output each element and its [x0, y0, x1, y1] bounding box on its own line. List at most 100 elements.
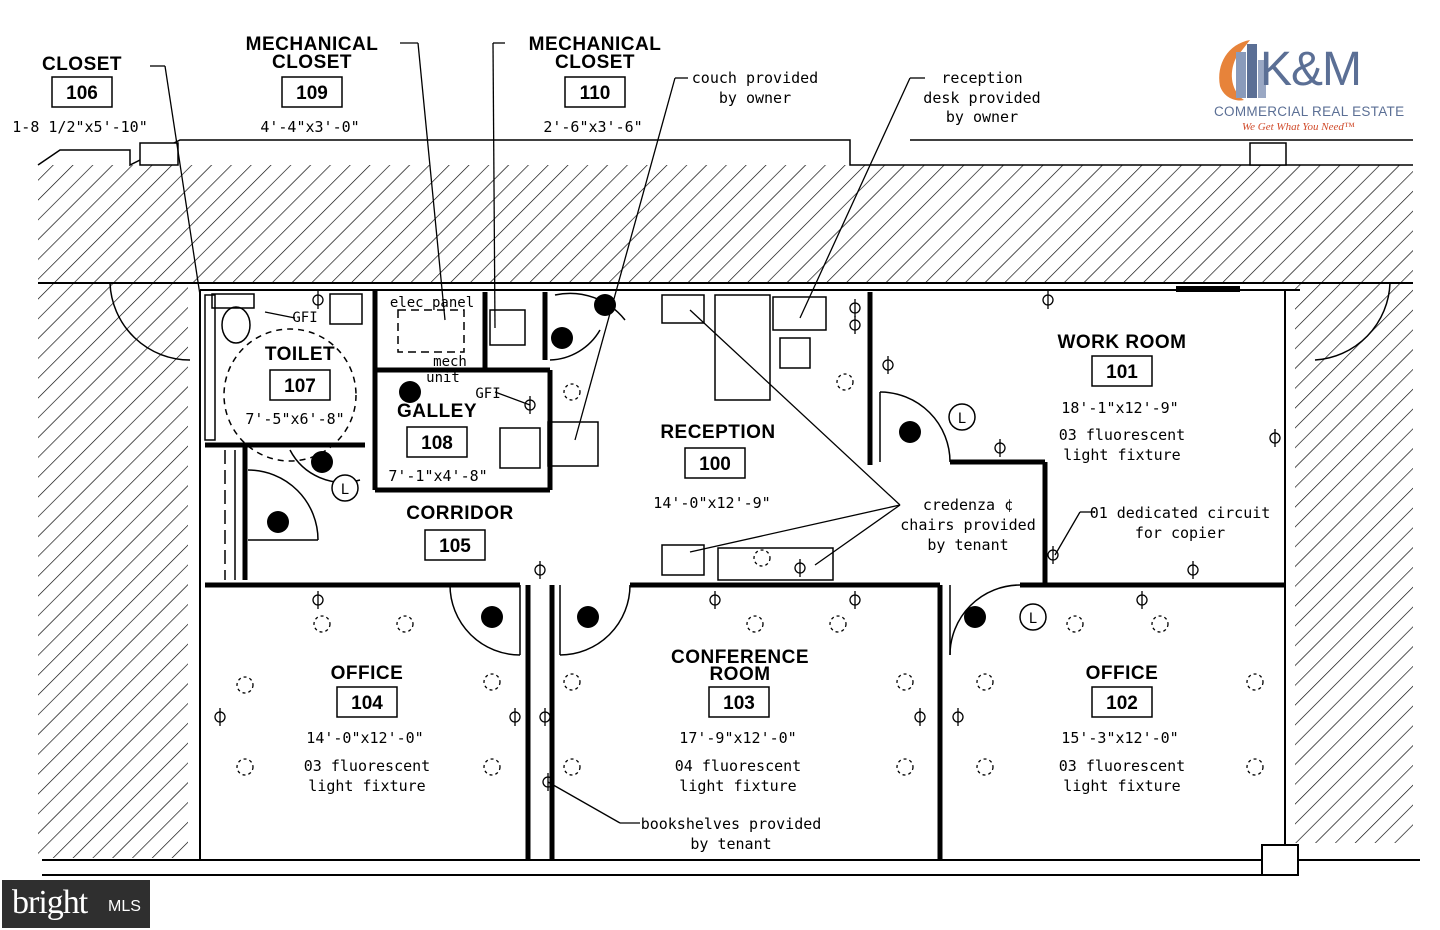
- room-title: CLOSET: [272, 52, 352, 73]
- room-dims: 14'-0"x12'-0": [306, 729, 423, 747]
- leader-lines: [150, 42, 1095, 824]
- room-note: 03 fluorescent: [1059, 426, 1185, 444]
- km-logo: K&M COMMERCIAL REAL ESTATE We Get What Y…: [1210, 34, 1410, 134]
- lamp-symbols: L L L: [331, 403, 1047, 631]
- light-fixture-marker: [896, 673, 914, 691]
- room-title: CLOSET: [42, 54, 122, 75]
- room-dims: 15'-3"x12'-0": [1061, 729, 1178, 747]
- room-title: OFFICE: [331, 663, 404, 684]
- room-title: MECHANICAL: [246, 34, 379, 55]
- room-title: OFFICE: [1086, 663, 1159, 684]
- light-fixture-marker: [746, 615, 764, 633]
- door-hardware-dots: [267, 294, 986, 628]
- light-fixture-marker: [236, 676, 254, 694]
- room-number: 110: [580, 83, 611, 104]
- building-logo-icon: [1219, 40, 1266, 101]
- room-dims: 4'-4"x3'-0": [260, 118, 359, 136]
- note-bookshelves: by tenant: [690, 835, 771, 853]
- room-dims: 18'-1"x12'-9": [1061, 399, 1178, 417]
- outer-walls: [38, 282, 1420, 876]
- room-note: 03 fluorescent: [304, 757, 430, 775]
- light-fixture-marker: [563, 383, 581, 401]
- light-fixture-marker: [313, 615, 331, 633]
- note-couch: by owner: [719, 89, 791, 107]
- note-copier: 01 dedicated circuit: [1090, 504, 1271, 522]
- room-title: RECEPTION: [660, 422, 775, 443]
- door-hardware-dot: [399, 381, 421, 403]
- note-copier: for copier: [1135, 524, 1225, 542]
- room-note: light fixture: [679, 777, 796, 795]
- room-number: 107: [284, 376, 316, 397]
- room-title: CONFERENCE: [671, 647, 809, 668]
- light-fixture-marker: [483, 758, 501, 776]
- room-dims: 7'-1"x4'-8": [388, 467, 487, 485]
- room-number: 101: [1106, 362, 1138, 383]
- logo-tagline: We Get What You Need™: [1242, 121, 1355, 133]
- hatched-walls: [37, 139, 1413, 858]
- room-dims: 14'-0"x12'-9": [653, 494, 770, 512]
- light-fixture-markers: [236, 373, 1264, 776]
- gfi-label: GFI: [292, 310, 317, 326]
- room-note: light fixture: [1063, 777, 1180, 795]
- watermark-suffix: MLS: [108, 898, 141, 915]
- room-title: ROOM: [709, 664, 770, 685]
- room-dims: 17'-9"x12'-0": [679, 729, 796, 747]
- room-number: 104: [351, 693, 383, 714]
- room-title: WORK ROOM: [1057, 332, 1186, 353]
- mech-unit-label: mech: [433, 354, 467, 370]
- note-reception-desk: by owner: [946, 108, 1018, 126]
- light-fixture-marker: [396, 615, 414, 633]
- toilet-fixtures: [204, 293, 363, 462]
- logo-brand: K&M: [1260, 43, 1362, 96]
- room-dims: 1-8 1/2"x5'-10": [12, 118, 147, 136]
- bright-mls-watermark: bright MLS: [2, 880, 150, 928]
- light-fixture-marker: [1246, 758, 1264, 776]
- light-fixture-marker: [976, 673, 994, 691]
- room-title: CORRIDOR: [406, 503, 513, 524]
- watermark-text: bright: [12, 884, 88, 921]
- lamp-label: L: [341, 482, 349, 498]
- annotations: couch provided by owner reception desk p…: [292, 69, 1270, 853]
- room-title: TOILET: [265, 344, 335, 365]
- door-hardware-dot: [267, 511, 289, 533]
- room-number: 108: [421, 433, 453, 454]
- room-note: 03 fluorescent: [1059, 757, 1185, 775]
- door-hardware-dot: [551, 327, 573, 349]
- light-fixture-marker: [829, 615, 847, 633]
- room-number: 100: [699, 454, 731, 475]
- door-swings: [224, 292, 1021, 656]
- elec-panel-label: elec panel: [390, 295, 474, 311]
- light-fixture-marker: [483, 673, 501, 691]
- note-couch: couch provided: [692, 69, 818, 87]
- galley-fixtures: [397, 294, 834, 581]
- light-fixture-marker: [896, 758, 914, 776]
- note-reception-desk: reception: [941, 69, 1022, 87]
- door-hardware-dot: [899, 421, 921, 443]
- room-number: 102: [1106, 693, 1138, 714]
- room-note: light fixture: [308, 777, 425, 795]
- lamp-label: L: [1029, 611, 1037, 627]
- door-hardware-dot: [311, 451, 333, 473]
- door-hardware-dot: [481, 606, 503, 628]
- light-fixture-marker: [976, 758, 994, 776]
- note-credenza: by tenant: [927, 536, 1008, 554]
- room-number: 109: [296, 83, 328, 104]
- room-number: 106: [66, 83, 98, 104]
- light-fixture-marker: [1066, 615, 1084, 633]
- light-fixture-marker: [563, 758, 581, 776]
- interior-walls: [205, 290, 1285, 860]
- room-labels: CLOSET 106 1-8 1/2"x5'-10" MECHANICAL CL…: [12, 34, 1186, 795]
- note-bookshelves: bookshelves provided: [641, 815, 822, 833]
- outlet-markers: [214, 291, 1281, 791]
- light-fixture-marker: [236, 758, 254, 776]
- room-title: MECHANICAL: [529, 34, 662, 55]
- door-hardware-dot: [577, 606, 599, 628]
- logo-subtitle: COMMERCIAL REAL ESTATE: [1214, 104, 1405, 119]
- room-title: CLOSET: [555, 52, 635, 73]
- note-reception-desk: desk provided: [923, 89, 1040, 107]
- note-credenza: chairs provided: [900, 516, 1035, 534]
- room-note: light fixture: [1063, 446, 1180, 464]
- light-fixture-marker: [1246, 673, 1264, 691]
- light-fixture-marker: [563, 673, 581, 691]
